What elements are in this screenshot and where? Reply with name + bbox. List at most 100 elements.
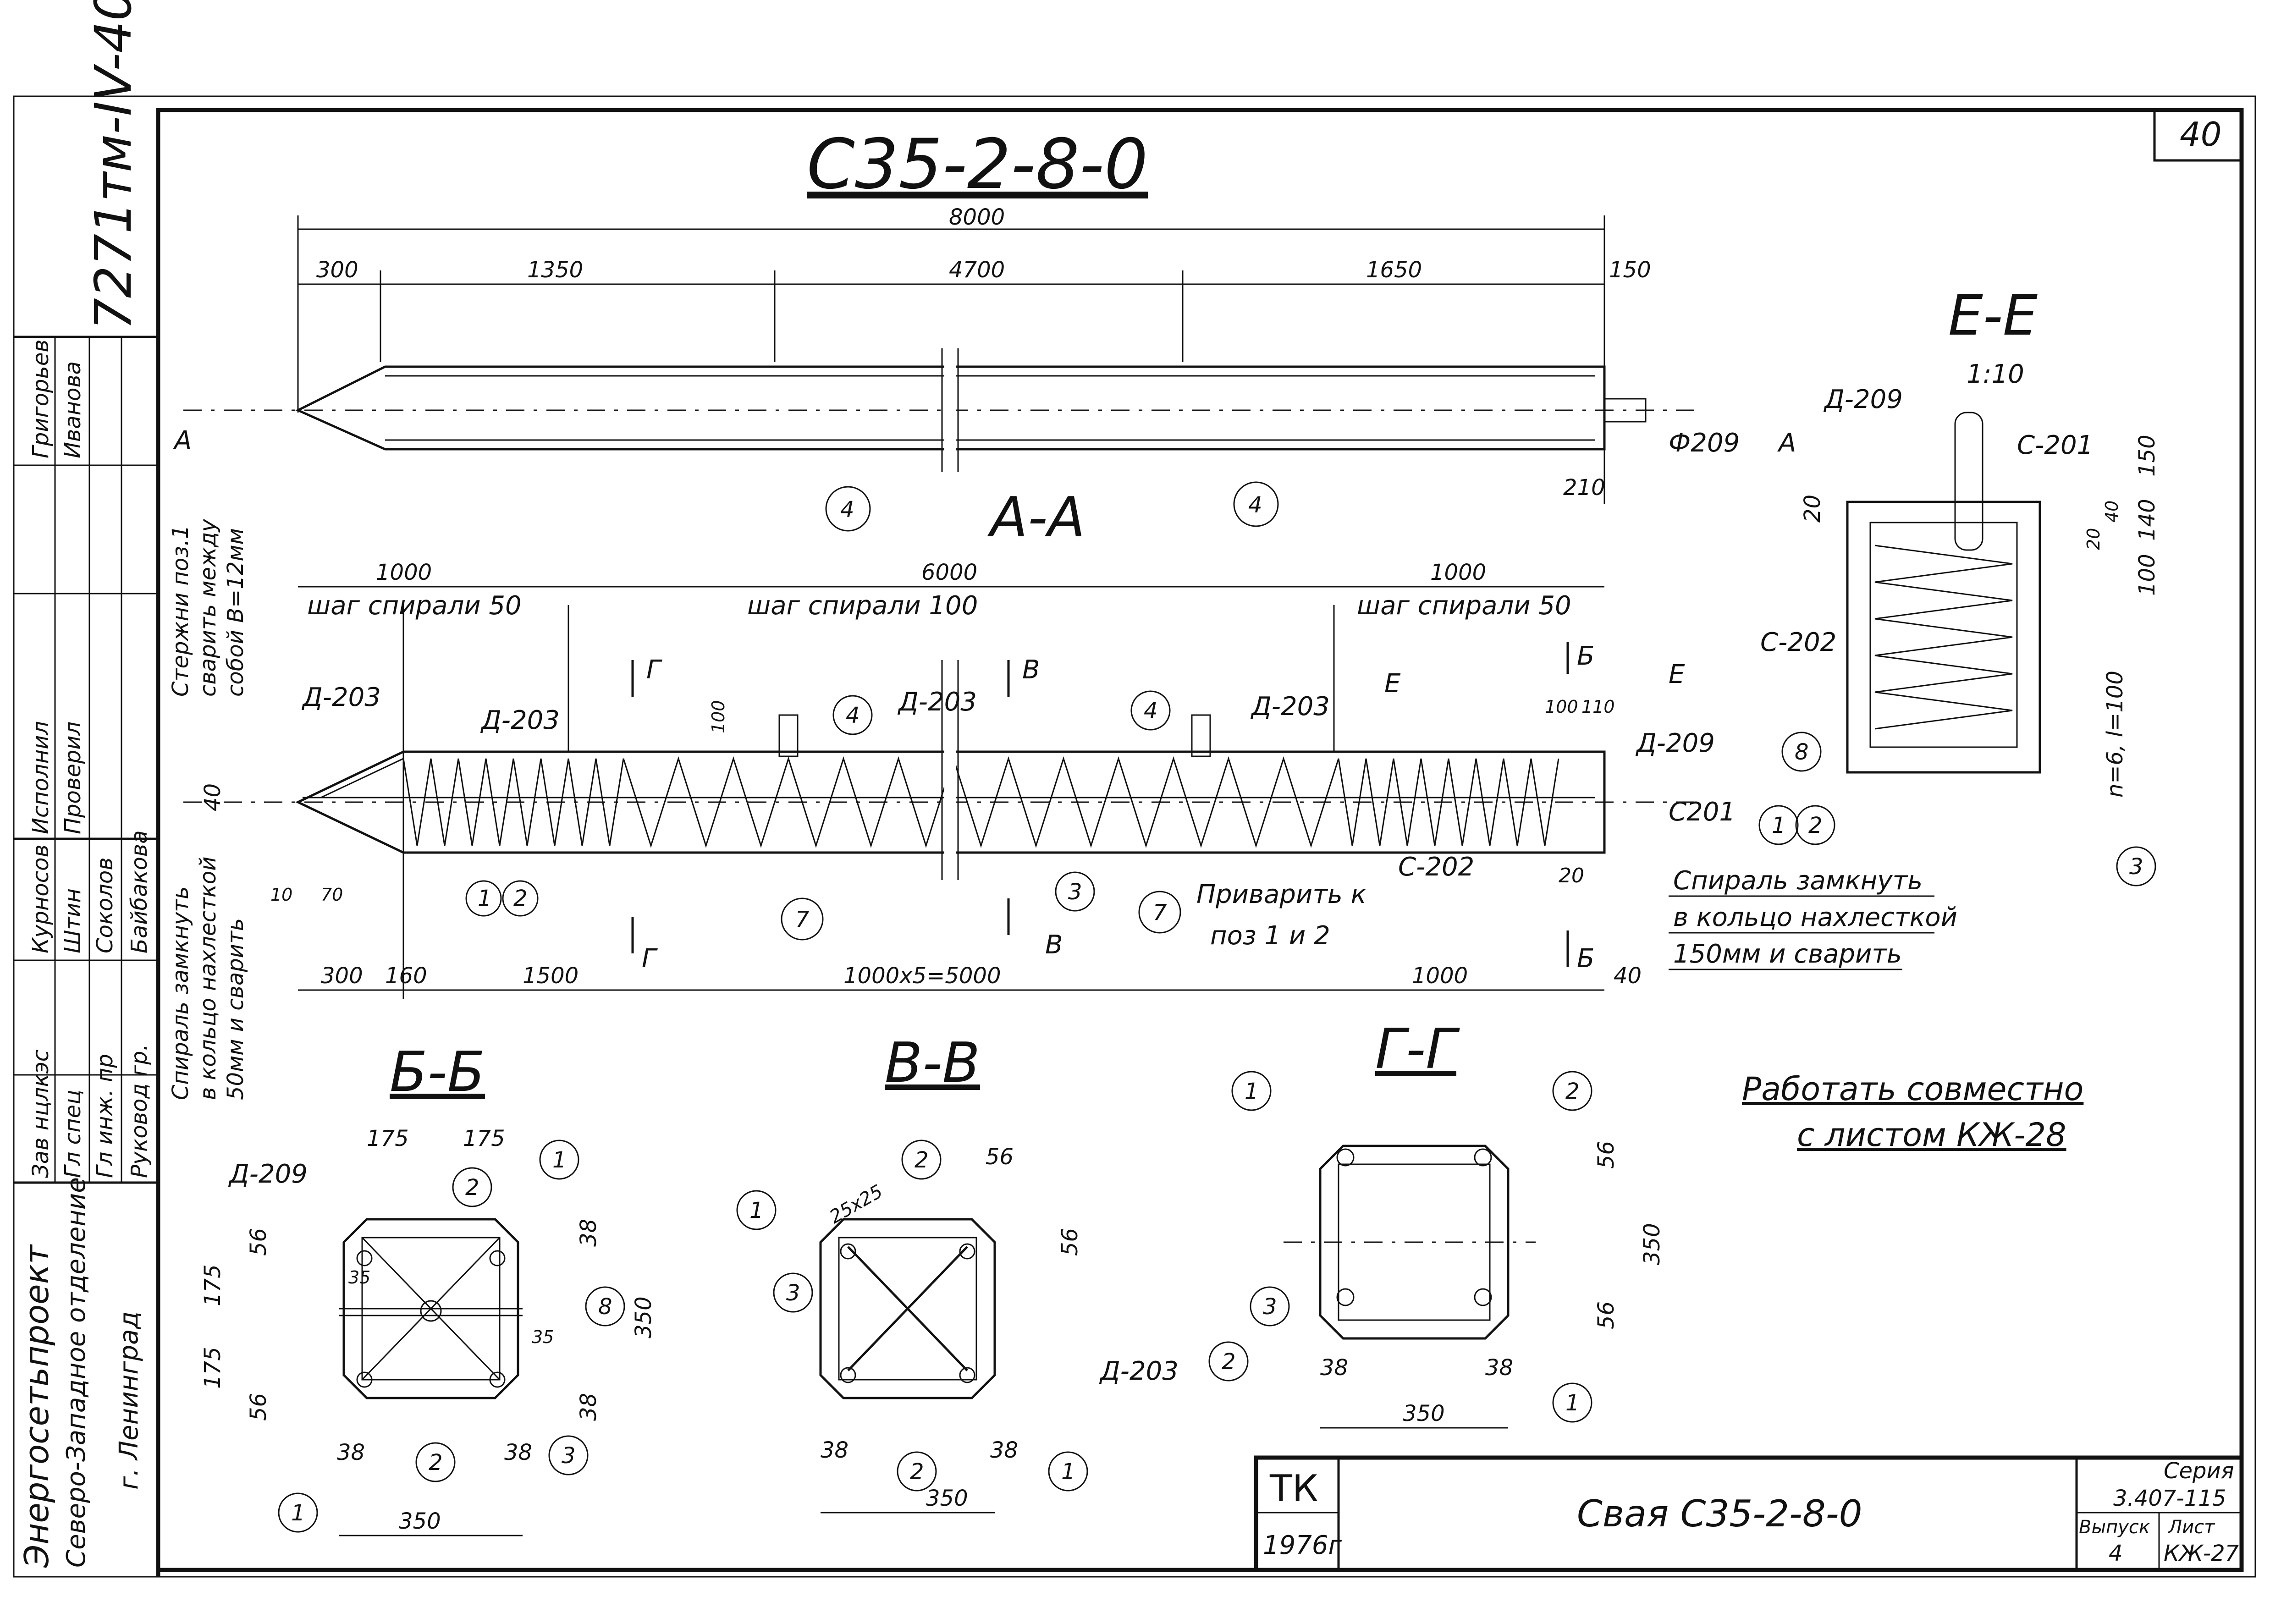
- bb-marker-3: [548, 1435, 589, 1475]
- name-1: Курносов: [28, 844, 54, 953]
- ee-dim-1: 150: [2134, 435, 2160, 477]
- vv-dim-3: 56: [1057, 1228, 1083, 1256]
- ee-marker-2: [1795, 805, 1835, 845]
- aa-weld-note-2: поз 1 и 2: [1210, 921, 1330, 951]
- role-label-2: Проверил: [60, 721, 86, 834]
- vv-marker-2b-label: 2: [910, 1459, 924, 1485]
- spiral-note-l3: 50мм и сварить: [223, 918, 248, 1100]
- vv-marker-2: [901, 1140, 942, 1180]
- spiral-note-l1: Спираль замкнуть: [168, 886, 193, 1100]
- seg-1: 300: [316, 257, 358, 283]
- section-aa: А-А 1000 6000 1000 шаг спирали 50 шаг сп…: [183, 486, 1957, 999]
- bb-dim-13: 38: [504, 1440, 532, 1465]
- bb-marker-2a-label: 2: [465, 1175, 479, 1200]
- vv-marker-2b: [897, 1451, 937, 1492]
- pile-name: Свая С35-2-8-0: [1577, 1492, 1862, 1535]
- bb-marker-8: [585, 1286, 625, 1327]
- gg-dim-5: 38: [1485, 1355, 1513, 1381]
- bb-marker-1: [539, 1140, 579, 1180]
- bb-dim-1: 175: [367, 1126, 409, 1151]
- cut-v-bottom: В: [1045, 930, 1063, 960]
- cut-g-top: Г: [646, 655, 662, 685]
- vv-marker-2-label: 2: [915, 1147, 929, 1173]
- aa-part-d203-2: Д-203: [480, 705, 560, 735]
- side-code: 7271тм-IV-40: [84, 0, 143, 330]
- aa-part-c201: С201: [1669, 797, 1736, 827]
- aa-pitch-2: шаг спирали 100: [747, 591, 978, 621]
- cut-e-left: Е: [1384, 669, 1401, 699]
- gg-dim-3: 56: [1593, 1301, 1619, 1329]
- ee-dim-3: 40: [2102, 501, 2122, 523]
- vv-marker-1b-label: 1: [1061, 1459, 1075, 1485]
- aa-marker-3-label: 3: [1068, 879, 1082, 905]
- ee-dim-2: 20: [1800, 495, 1825, 523]
- seg-4: 1650: [1366, 257, 1422, 283]
- bb-dim-5: 175: [200, 1264, 226, 1306]
- role-label-1: Исполнил: [28, 721, 54, 834]
- section-ee-title: Е-Е: [1948, 284, 2038, 348]
- bb-dim-4: 38: [576, 1219, 601, 1247]
- org-branch: Северо-Западное отделение: [61, 1177, 91, 1568]
- section-aa-title: А-А: [987, 486, 1085, 550]
- aa-small-dim-1: 10: [270, 885, 292, 905]
- section-vv: В-В Д-203 25x25 56 56 38 38 350 1 2 3 2 …: [736, 1031, 1179, 1514]
- aa-small-dim-6: 110: [1581, 697, 1615, 717]
- gg-dim-4: 38: [1320, 1355, 1348, 1381]
- bb-dim-14: 350: [399, 1508, 441, 1534]
- name-4: Байбакова: [127, 830, 152, 953]
- ee-marker-1-label: 1: [1772, 813, 1786, 838]
- rods-note-2: сварить между: [195, 519, 221, 697]
- aa-marker-4b: [1130, 690, 1171, 731]
- tk-label: ТК: [1269, 1467, 1318, 1510]
- bb-marker-1-label: 1: [552, 1147, 567, 1173]
- marker-4b: [1233, 481, 1279, 527]
- bb-dim-10: 56: [246, 1393, 271, 1421]
- series-value: 3.407-115: [2113, 1486, 2226, 1511]
- aa-top-dim-2: 6000: [921, 560, 977, 585]
- aa-spiral-note-3: 150мм и сварить: [1673, 939, 1902, 969]
- bb-marker-8-label: 8: [598, 1294, 612, 1320]
- name-label-2: Иванова: [60, 361, 86, 458]
- name-2: Штин: [60, 888, 86, 953]
- vv-dim-1: 25x25: [826, 1181, 887, 1228]
- cut-b-top: Б: [1577, 641, 1594, 671]
- left-strip: 7271тм-IV-40 Исполнил Проверил Григорьев…: [14, 0, 160, 1577]
- bb-dim-2: 175: [463, 1126, 505, 1151]
- corner-number: 40: [2180, 115, 2222, 154]
- aa-pitch-3: шаг спирали 50: [1357, 591, 1571, 621]
- aa-bottom-dim-2: 160: [385, 963, 427, 989]
- note-line-2: с листом КЖ-28: [1797, 1116, 2066, 1154]
- ee-dim-5: 140: [2134, 499, 2160, 541]
- diameter: Ф209: [1669, 428, 1740, 458]
- drawing-title: С35-2-8-0: [807, 125, 1148, 204]
- aa-marker-7b: [1138, 891, 1181, 934]
- vv-marker-1: [736, 1190, 777, 1230]
- issue-value: 4: [2109, 1541, 2123, 1566]
- ee-dim-4: 20: [2083, 528, 2104, 550]
- aa-small-dim-2: 70: [321, 885, 343, 905]
- ee-part-c201: С-201: [2017, 430, 2093, 460]
- section-bb-title: Б-Б: [390, 1040, 485, 1104]
- section-ee-scale: 1:10: [1967, 359, 2024, 389]
- vv-part: Д-203: [1099, 1356, 1179, 1386]
- seg-3: 4700: [949, 257, 1005, 283]
- top-view: 8000 300 1350 4700 1650 150 А А Ф209 210…: [173, 204, 1796, 532]
- aa-marker-7a-label: 7: [795, 907, 810, 932]
- marker-4b-label: 4: [1248, 492, 1262, 518]
- gg-marker-3: [1250, 1286, 1290, 1327]
- gg-marker-2-label: 2: [1565, 1079, 1580, 1104]
- ee-part-c202: С-202: [1760, 628, 1836, 657]
- aa-marker-2-label: 2: [513, 886, 528, 911]
- aa-part-d203-3: Д-203: [897, 687, 977, 717]
- ee-marker-3: [2116, 846, 2156, 886]
- aa-part-d209: Д-209: [1635, 728, 1715, 758]
- ee-marker-1: [1758, 805, 1799, 845]
- gg-marker-3-label: 3: [1263, 1294, 1277, 1320]
- bb-marker-1b-label: 1: [291, 1500, 305, 1526]
- org-name: Энергосетьпроект: [17, 1244, 56, 1568]
- aa-weld-note-1: Приварить к: [1196, 880, 1366, 909]
- aa-top-dim-3: 1000: [1430, 560, 1486, 585]
- bb-marker-2a: [452, 1167, 492, 1207]
- bb-dim-7: 35: [348, 1267, 370, 1288]
- aa-bottom-dim-6: 40: [1614, 963, 1642, 989]
